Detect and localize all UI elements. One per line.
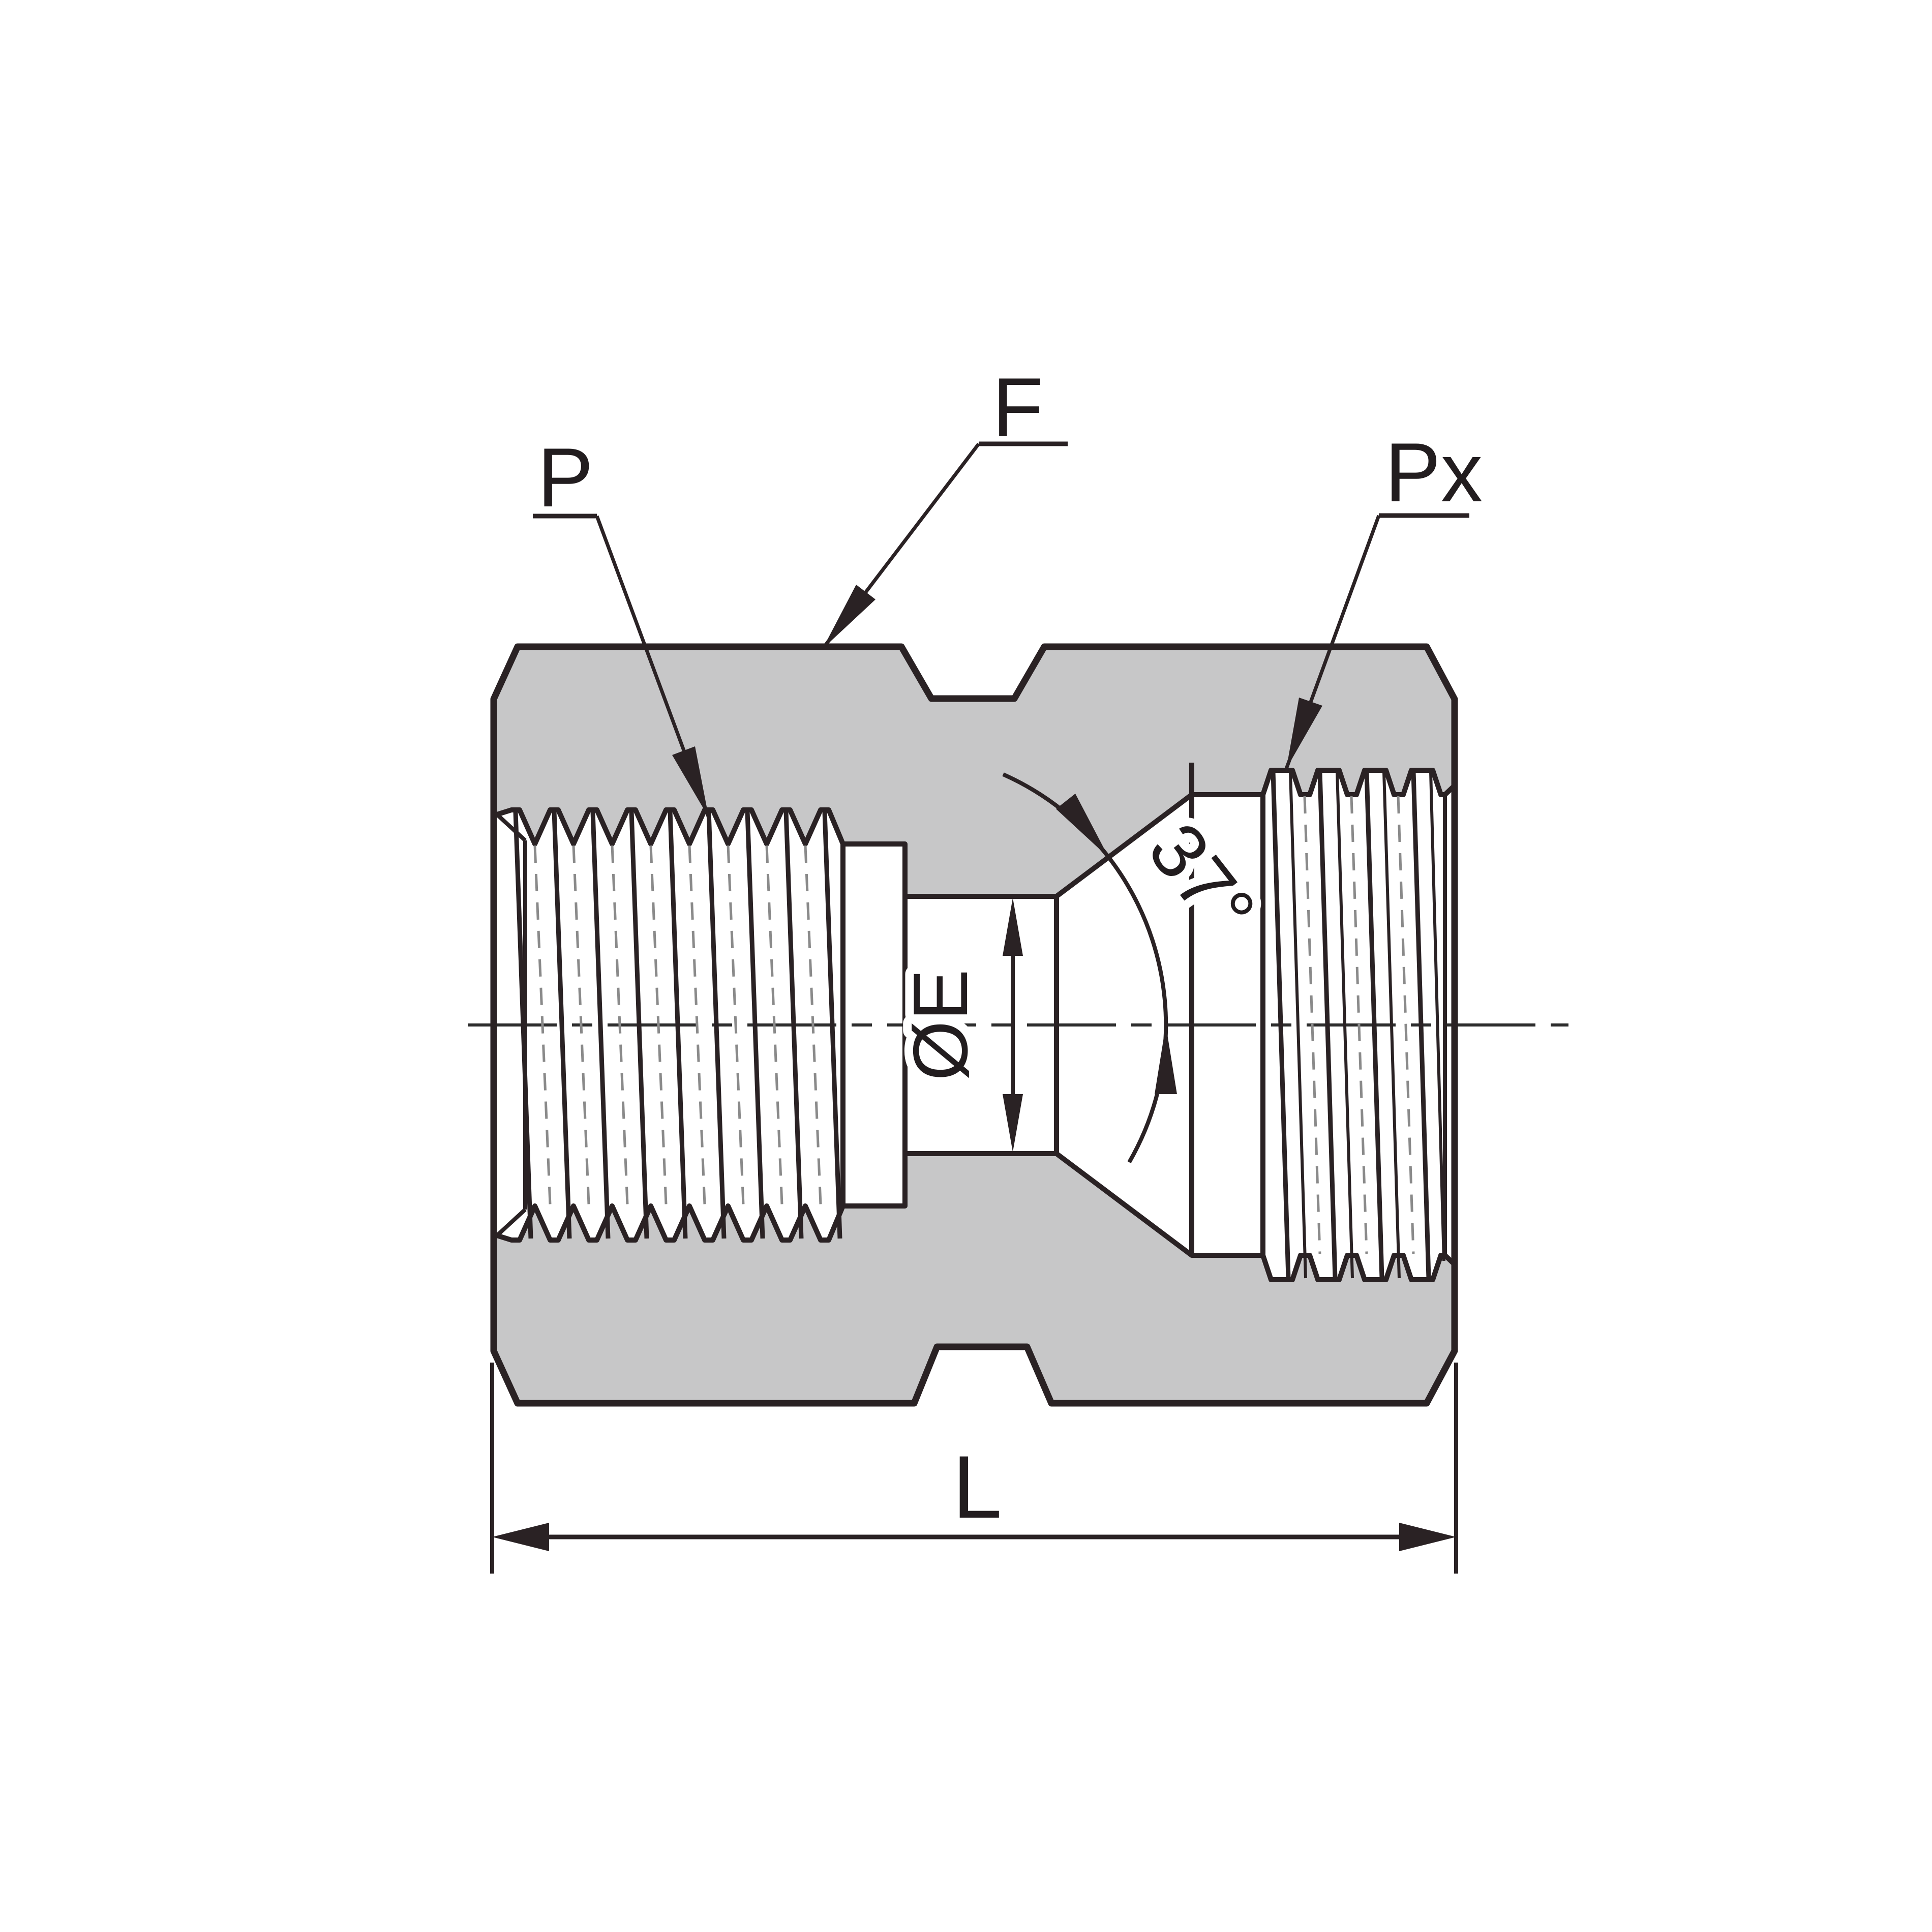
callout-px-arrow: [1286, 698, 1322, 769]
thread-flank-far: [727, 845, 745, 1205]
thread-flank: [706, 811, 727, 1239]
body-outline: [490, 643, 1458, 1407]
thread-flank-far: [1350, 796, 1368, 1254]
left-entrance-chamfer-bottom: [492, 1208, 527, 1240]
bore-dim-arrow-up: [1003, 898, 1023, 956]
callout-f-label: F: [992, 360, 1044, 454]
thread-flank-far: [1397, 796, 1415, 1254]
callout-px-label: Px: [1385, 426, 1483, 519]
thread-flank: [745, 811, 765, 1239]
thread-flank: [1317, 771, 1338, 1279]
length-arrow-right: [1399, 1523, 1456, 1551]
thread-flank: [1429, 771, 1445, 1261]
thread-flank-far: [765, 845, 783, 1205]
thread-flank-far: [533, 845, 552, 1205]
thread-flank-far: [649, 845, 668, 1205]
cavity-outline: [491, 768, 1457, 1282]
bore-dim-arrow-down: [1003, 1094, 1023, 1152]
thread-flank: [822, 811, 842, 1239]
callout-px: Px: [1284, 426, 1483, 770]
length-arrow-left: [492, 1523, 549, 1551]
thread-flank-far: [804, 845, 822, 1205]
npt-thread-hidden-flanks: [533, 845, 822, 1205]
thread-flank-far: [1303, 796, 1321, 1254]
callout-p: P: [533, 431, 711, 819]
thread-flank: [590, 811, 611, 1239]
callout-p-label: P: [537, 431, 593, 524]
thread-flank: [1271, 771, 1291, 1279]
thread-flank: [668, 811, 688, 1239]
angle-arrow-lower: [1155, 1025, 1177, 1094]
thread-flank: [1336, 771, 1354, 1279]
flare-thread-hidden-flanks: [1303, 796, 1415, 1254]
thread-flank: [629, 811, 649, 1239]
npt-thread-flank-lines: [513, 811, 842, 1239]
thread-flank-far: [572, 845, 590, 1205]
thread-flank-far: [688, 845, 706, 1205]
callout-p-arrow: [672, 746, 709, 818]
thread-flank: [552, 811, 572, 1239]
callout-f: F: [821, 360, 1068, 650]
bore-diameter-dimension: ØE: [889, 898, 1023, 1152]
left-entrance-chamfer-top: [492, 810, 527, 842]
thread-flank: [513, 811, 533, 1239]
flare-thread-flank-lines: [1271, 771, 1445, 1279]
angle-arrow-upper: [1056, 794, 1109, 858]
thread-flank: [783, 811, 804, 1239]
thread-flank: [1289, 771, 1307, 1279]
thread-flank: [1411, 771, 1431, 1279]
overall-length-label: L: [952, 1438, 1002, 1537]
thread-flank-far: [611, 845, 629, 1205]
thread-flank: [1364, 771, 1384, 1279]
overall-length-dimension: L: [490, 1363, 1458, 1574]
internal-edge-lines: [492, 763, 1447, 1255]
thread-flank: [1382, 771, 1401, 1279]
bore-diameter-label: ØE: [897, 969, 984, 1081]
callout-f-arrow: [823, 585, 876, 649]
